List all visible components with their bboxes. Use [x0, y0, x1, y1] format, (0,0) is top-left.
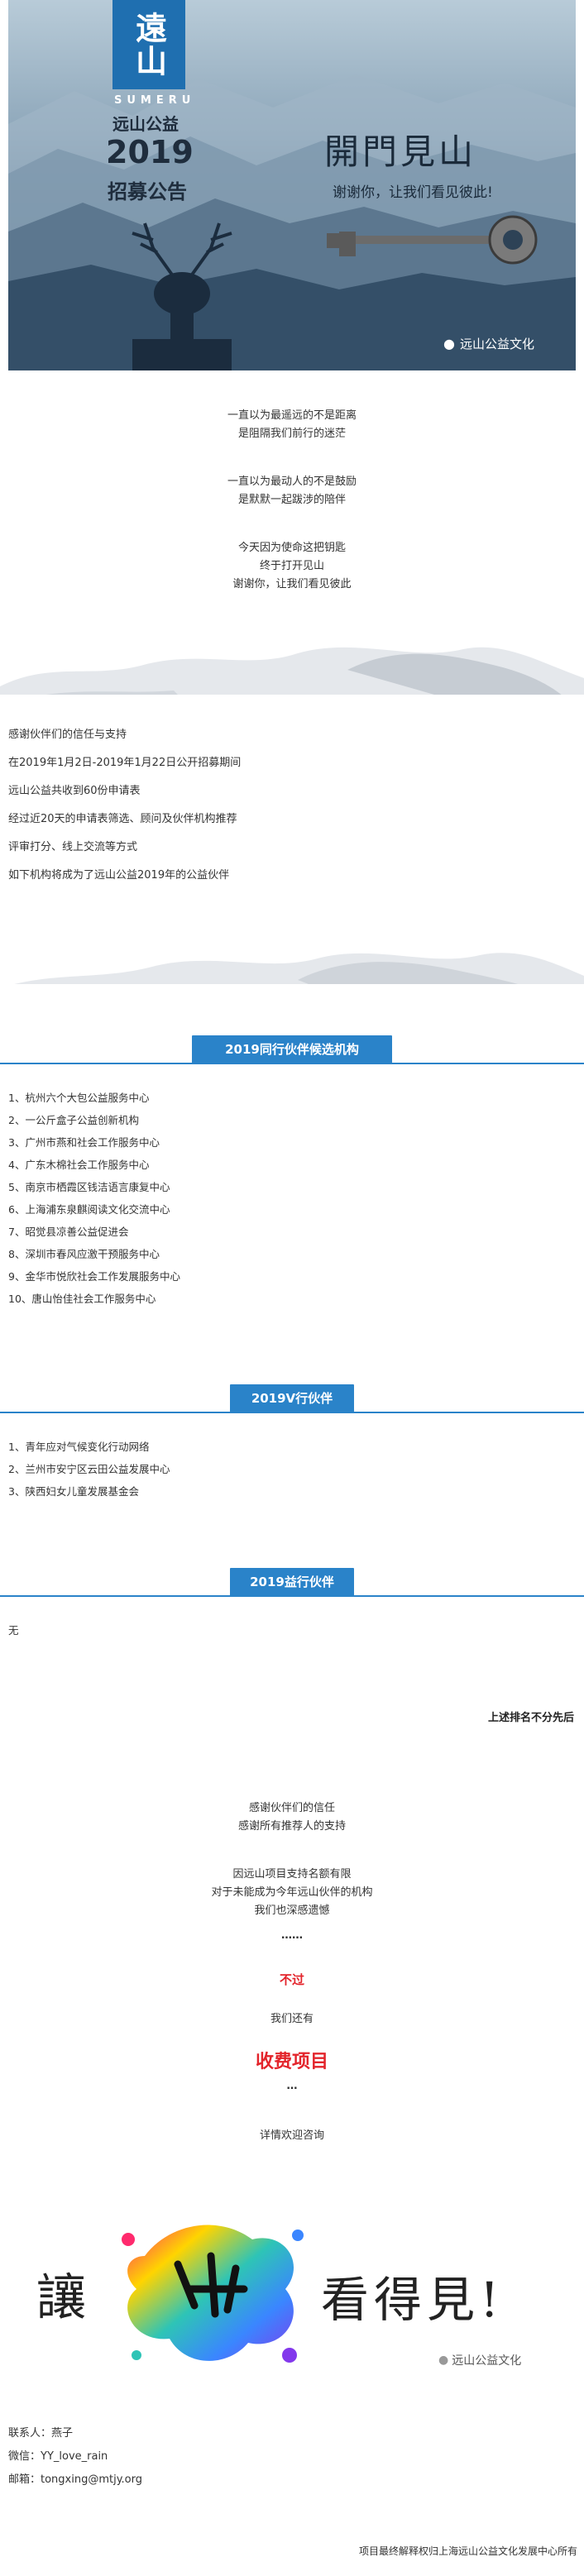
poem-stanza-2: 一直以为最动人的不是鼓励 是默默一起跋涉的陪伴 — [227, 476, 357, 506]
list-item: 3、陕西妇女儿童发展基金会 — [8, 1485, 139, 1498]
header-banner: 遠山 SUMERU 远山公益 2019 招募公告 開門見山 谢谢你，让我们看见彼… — [8, 0, 576, 370]
list-item: 2、一公斤盒子公益创新机构 — [8, 1114, 139, 1126]
thanks-block-b: 因远山项目支持名额有限 对于未能成为今年远山伙伴的机构 我们也深感遗憾 — [211, 1868, 373, 1917]
intro-line-4: 经过近20天的申请表筛选、顾问及伙伴机构推荐 — [8, 813, 237, 825]
list-item: 2、兰州市安宁区云田公益发展中心 — [8, 1463, 170, 1475]
logo-badge: 遠山 — [112, 0, 185, 89]
banner-headline: 開門見山 — [324, 131, 477, 172]
wechat-icon: ● — [443, 336, 455, 351]
footer-note: 项目最终解释权归上海远山公益文化发展中心所有 — [358, 2545, 577, 2557]
section3-list: 无 — [8, 1623, 19, 1639]
however-text: 不过 — [279, 1972, 304, 1987]
key-icon — [327, 215, 538, 265]
section1-list: 1、杭州六个大包公益服务中心 2、一公斤盒子公益创新机构 3、广州市燕和社会工作… — [8, 1090, 180, 1313]
slogan-left: 讓 — [36, 2269, 86, 2327]
section-underline-2 — [0, 1412, 584, 1413]
list-item: 无 — [8, 1624, 19, 1637]
section-title-3: 2019益行伙伴 — [230, 1568, 354, 1596]
paint-splash-icon — [122, 2225, 304, 2363]
logo-subtitle-cn: 远山公益 — [112, 114, 179, 134]
section-title-2: 2019V行伙伴 — [230, 1384, 354, 1412]
banner-year: 2019 — [106, 134, 194, 170]
brand-badge: ● 远山公益文化 — [443, 336, 534, 351]
thanks-block-a: 感谢伙伴们的信任 感谢所有推荐人的支持 — [237, 1802, 346, 1833]
list-item: 8、深圳市春风应激干预服务中心 — [8, 1248, 160, 1260]
intro-line-2: 在2019年1月2日-2019年1月22日公开招募期间 — [8, 757, 242, 769]
list-item: 4、广东木棉社会工作服务中心 — [8, 1159, 150, 1171]
poem-stanza-3: 今天因为使命这把钥匙 终于打开见山 谢谢你，让我们看见彼此 — [232, 542, 352, 590]
banner-tagline: 谢谢你，让我们看见彼此! — [333, 184, 493, 201]
ellipsis-1: …… — [281, 1929, 303, 1942]
banner-announce: 招募公告 — [108, 180, 187, 203]
consult-text: 详情欢迎咨询 — [259, 2129, 324, 2142]
ink-mountain-divider-2 — [14, 953, 584, 984]
list-item: 10、唐山怡佳社会工作服务中心 — [8, 1293, 156, 1305]
intro-line-6: 如下机构将成为了远山公益2019年的公益伙伴 — [8, 869, 230, 882]
logo-subtitle-en: SUMERU — [114, 94, 196, 107]
intro-line-5: 评审打分、线上交流等方式 — [8, 841, 138, 853]
wechat-icon: ● — [438, 2354, 449, 2367]
list-item: 7、昭觉县凉善公益促进会 — [8, 1226, 129, 1238]
list-item: 3、广州市燕和社会工作服务中心 — [8, 1136, 160, 1149]
logo-text: 遠山 — [130, 12, 168, 78]
slogan-right: 看得見! — [321, 2272, 505, 2328]
order-note: 上述排名不分先后 — [487, 1712, 574, 1724]
intro-line-3: 远山公益共收到60份申请表 — [8, 785, 141, 797]
intro-line-1: 感谢伙伴们的信任与支持 — [8, 729, 127, 741]
slogan-brand-badge: ● 远山公益文化 — [438, 2354, 522, 2368]
list-item: 1、青年应对气候变化行动网络 — [8, 1441, 150, 1453]
mountain-landscape — [8, 74, 576, 370]
section-underline-3 — [0, 1595, 584, 1597]
paid-project-text: 收费项目 — [255, 2052, 328, 2072]
section2-list: 1、青年应对气候变化行动网络 2、兰州市安宁区云田公益发展中心 3、陕西妇女儿童… — [8, 1439, 170, 1506]
we-have-text: 我们还有 — [270, 2013, 314, 2025]
list-item: 9、金华市悦欣社会工作发展服务中心 — [8, 1270, 180, 1283]
list-item: 6、上海浦东泉麒阅读文化交流中心 — [8, 1203, 170, 1216]
contact-email[interactable]: 邮箱：tongxing@mtjy.org — [8, 2473, 143, 2486]
section-underline-1 — [0, 1063, 584, 1064]
ink-mountain-divider-1 — [0, 647, 584, 695]
section-title-1: 2019同行伙伴候选机构 — [192, 1035, 392, 1063]
ellipsis-2: … — [286, 2080, 298, 2092]
list-item: 5、南京市栖霞区钱洁语言康复中心 — [8, 1181, 170, 1193]
deer-icon — [132, 222, 232, 370]
list-item: 1、杭州六个大包公益服务中心 — [8, 1092, 150, 1104]
contact-wechat: 微信：YY_love_rain — [8, 2450, 108, 2463]
contact-person: 联系人：燕子 — [8, 2427, 74, 2440]
poem-stanza-1: 一直以为最遥远的不是距离 是阻隔我们前行的迷茫 — [227, 409, 357, 440]
